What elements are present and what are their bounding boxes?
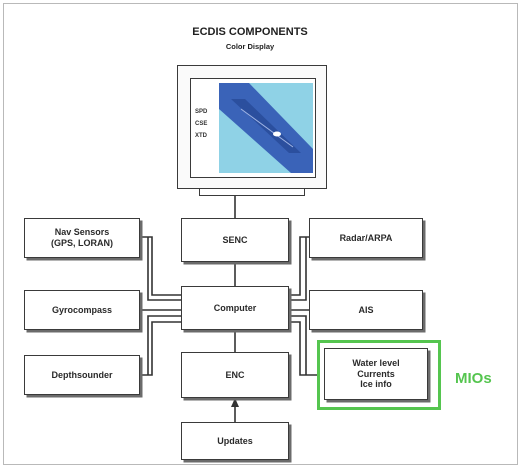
node-label: AIS bbox=[358, 304, 374, 315]
color-display-monitor: SPD CSE XTD bbox=[177, 65, 327, 189]
node-senc: SENC bbox=[181, 218, 289, 262]
display-screen: SPD CSE XTD bbox=[190, 78, 316, 178]
diagram-frame bbox=[3, 3, 518, 465]
node-updates: Updates bbox=[181, 422, 289, 460]
node-label: (GPS, LORAN) bbox=[51, 238, 113, 248]
node-label: Updates bbox=[217, 435, 253, 446]
node-label: Currents bbox=[357, 368, 395, 379]
node-label: Nav Sensors bbox=[54, 227, 110, 238]
node-label: ENC bbox=[225, 369, 245, 380]
node-ais: AIS bbox=[309, 290, 423, 330]
node-enc: ENC bbox=[181, 352, 289, 398]
node-gyrocompass: Gyrocompass bbox=[24, 290, 140, 330]
chart-display bbox=[219, 83, 313, 173]
diagram-title: ECDIS COMPONENTS bbox=[192, 26, 308, 38]
node-nav-sensors: Nav Sensors (GPS, LORAN) bbox=[24, 218, 140, 258]
node-label: Depthsounder bbox=[51, 369, 113, 380]
diagram-subtitle: Color Display bbox=[225, 42, 275, 51]
node-label: Radar/ARPA bbox=[339, 232, 393, 243]
node-depthsounder: Depthsounder bbox=[24, 355, 140, 395]
display-label-xtd: XTD bbox=[195, 133, 207, 139]
display-label-spd: SPD bbox=[195, 109, 208, 115]
node-computer: Computer bbox=[181, 286, 289, 330]
display-label-cse: CSE bbox=[195, 121, 208, 127]
node-label: Water level bbox=[352, 357, 400, 368]
node-radar-arpa: Radar/ARPA bbox=[309, 218, 423, 258]
own-ship-symbol bbox=[273, 131, 281, 137]
node-label: SENC bbox=[222, 234, 248, 245]
mio-highlight-box bbox=[317, 340, 441, 410]
mio-label: MIOs bbox=[455, 370, 492, 387]
monitor-base bbox=[199, 189, 305, 196]
node-water-info: Water level Currents Ice info bbox=[324, 348, 428, 400]
node-label: Computer bbox=[213, 302, 257, 313]
node-label: Ice info bbox=[360, 379, 392, 390]
node-label: Gyrocompass bbox=[51, 304, 113, 315]
